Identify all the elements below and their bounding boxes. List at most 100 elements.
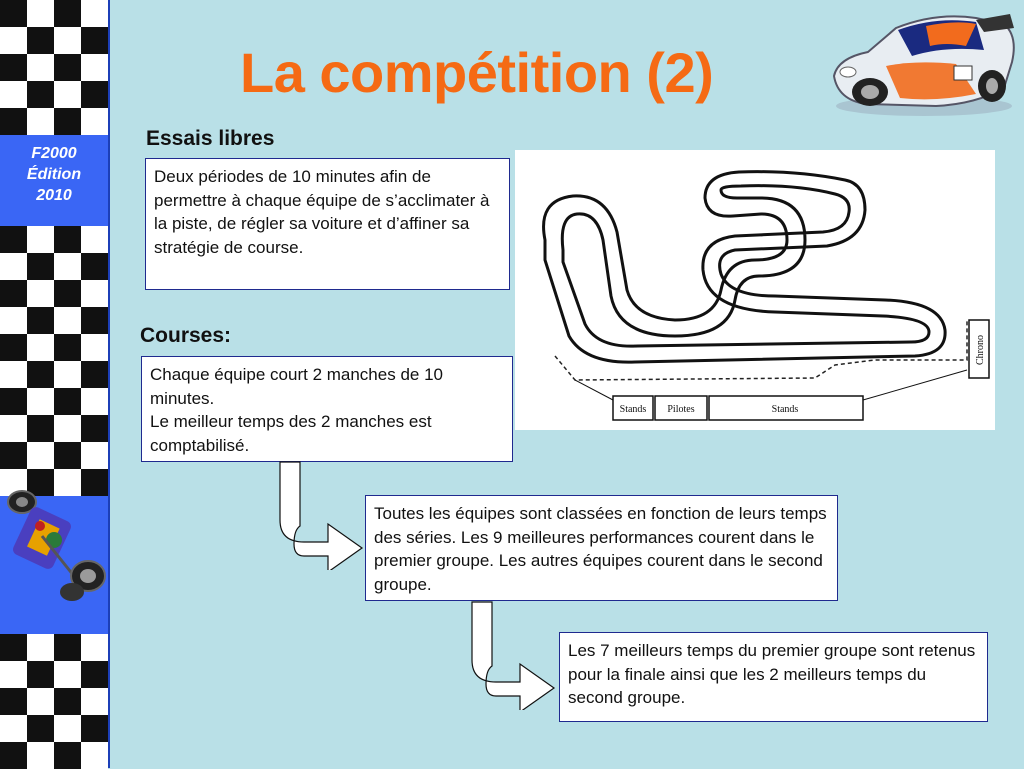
checker-square [0, 253, 27, 280]
checker-square [81, 253, 108, 280]
checker-square [0, 307, 27, 334]
checker-square [54, 307, 81, 334]
essais-libres-box: Deux périodes de 10 minutes afin de perm… [145, 158, 510, 290]
checker-square [27, 661, 54, 688]
checker-square [0, 81, 27, 108]
checker-square [27, 415, 54, 442]
checker-square [81, 442, 108, 469]
checker-square [0, 361, 27, 388]
checker-square [0, 226, 27, 253]
checker-square [27, 715, 54, 742]
page-title: La compétition (2) [240, 41, 714, 104]
checker-square [81, 280, 108, 307]
edition-label: F2000 Édition 2010 [0, 143, 108, 206]
checker-square [54, 253, 81, 280]
checker-square [81, 81, 108, 108]
bent-arrow-1 [279, 461, 364, 570]
track-stands-right: Stands [772, 404, 799, 415]
checker-square [27, 334, 54, 361]
checker-square [0, 688, 27, 715]
checker-square [27, 442, 54, 469]
checker-square [54, 415, 81, 442]
checker-square [81, 0, 108, 27]
checker-square [0, 742, 27, 769]
checker-square [81, 661, 108, 688]
checker-square [54, 108, 81, 135]
checker-square [27, 634, 54, 661]
checker-square [54, 334, 81, 361]
checker-square [81, 226, 108, 253]
checker-square [54, 442, 81, 469]
checker-square [54, 0, 81, 27]
checker-square [81, 334, 108, 361]
checker-square [0, 442, 27, 469]
sidebar-edge [108, 0, 110, 768]
chassis-illustration [7, 490, 106, 601]
checker-square [54, 27, 81, 54]
checker-flag-bottom [0, 634, 108, 769]
edition-line-3: 2010 [36, 187, 72, 204]
checker-square [27, 388, 54, 415]
checker-square [54, 742, 81, 769]
courses-heading: Courses: [140, 324, 232, 347]
checker-square [27, 27, 54, 54]
checker-square [54, 469, 81, 496]
checker-square [27, 688, 54, 715]
checker-square [0, 415, 27, 442]
checker-square [0, 715, 27, 742]
checker-square [27, 54, 54, 81]
checker-square [27, 81, 54, 108]
checker-square [0, 388, 27, 415]
track-pilotes: Pilotes [667, 404, 694, 415]
checker-flag-top [0, 0, 108, 135]
checker-square [27, 280, 54, 307]
checker-square [27, 361, 54, 388]
checker-square [81, 688, 108, 715]
checker-square [0, 0, 27, 27]
checker-square [54, 388, 81, 415]
checker-square [81, 388, 108, 415]
checker-square [27, 108, 54, 135]
classement-box: Toutes les équipes sont classées en fonc… [365, 495, 838, 601]
checker-square [54, 81, 81, 108]
edition-line-2: Édition [26, 166, 82, 183]
checker-square [81, 415, 108, 442]
checker-square [54, 226, 81, 253]
checker-square [0, 634, 27, 661]
checker-square [0, 54, 27, 81]
finale-box: Les 7 meilleurs temps du premier groupe … [559, 632, 988, 722]
track-stands-left: Stands [620, 404, 647, 415]
checker-square [0, 27, 27, 54]
checker-square [81, 469, 108, 496]
courses-text-2: Le meilleur temps des 2 manches est comp… [150, 412, 432, 455]
checker-square [54, 361, 81, 388]
checker-square [27, 253, 54, 280]
checker-square [81, 54, 108, 81]
bent-arrow-2 [471, 601, 556, 710]
checker-square [27, 307, 54, 334]
checker-square [54, 688, 81, 715]
checker-square [81, 715, 108, 742]
checker-square [54, 634, 81, 661]
checker-square [81, 742, 108, 769]
essais-libres-text: Deux périodes de 10 minutes afin de perm… [154, 167, 490, 257]
checker-square [0, 334, 27, 361]
checker-square [81, 634, 108, 661]
checker-square [54, 54, 81, 81]
checker-square [27, 742, 54, 769]
essais-libres-heading: Essais libres [146, 127, 275, 150]
checker-square [81, 361, 108, 388]
checker-flag-middle [0, 226, 108, 496]
courses-box: Chaque équipe court 2 manches de 10 minu… [141, 356, 513, 462]
checker-square [54, 280, 81, 307]
checker-square [0, 280, 27, 307]
race-car-illustration [832, 14, 1015, 116]
checker-square [0, 661, 27, 688]
courses-text-1: Chaque équipe court 2 manches de 10 minu… [150, 365, 443, 408]
checker-square [27, 226, 54, 253]
checker-square [0, 108, 27, 135]
track-map: Stands Pilotes Stands Chrono [515, 150, 995, 430]
finale-text: Les 7 meilleurs temps du premier groupe … [568, 641, 976, 707]
checker-square [27, 0, 54, 27]
classement-text: Toutes les équipes sont classées en fonc… [374, 504, 827, 594]
